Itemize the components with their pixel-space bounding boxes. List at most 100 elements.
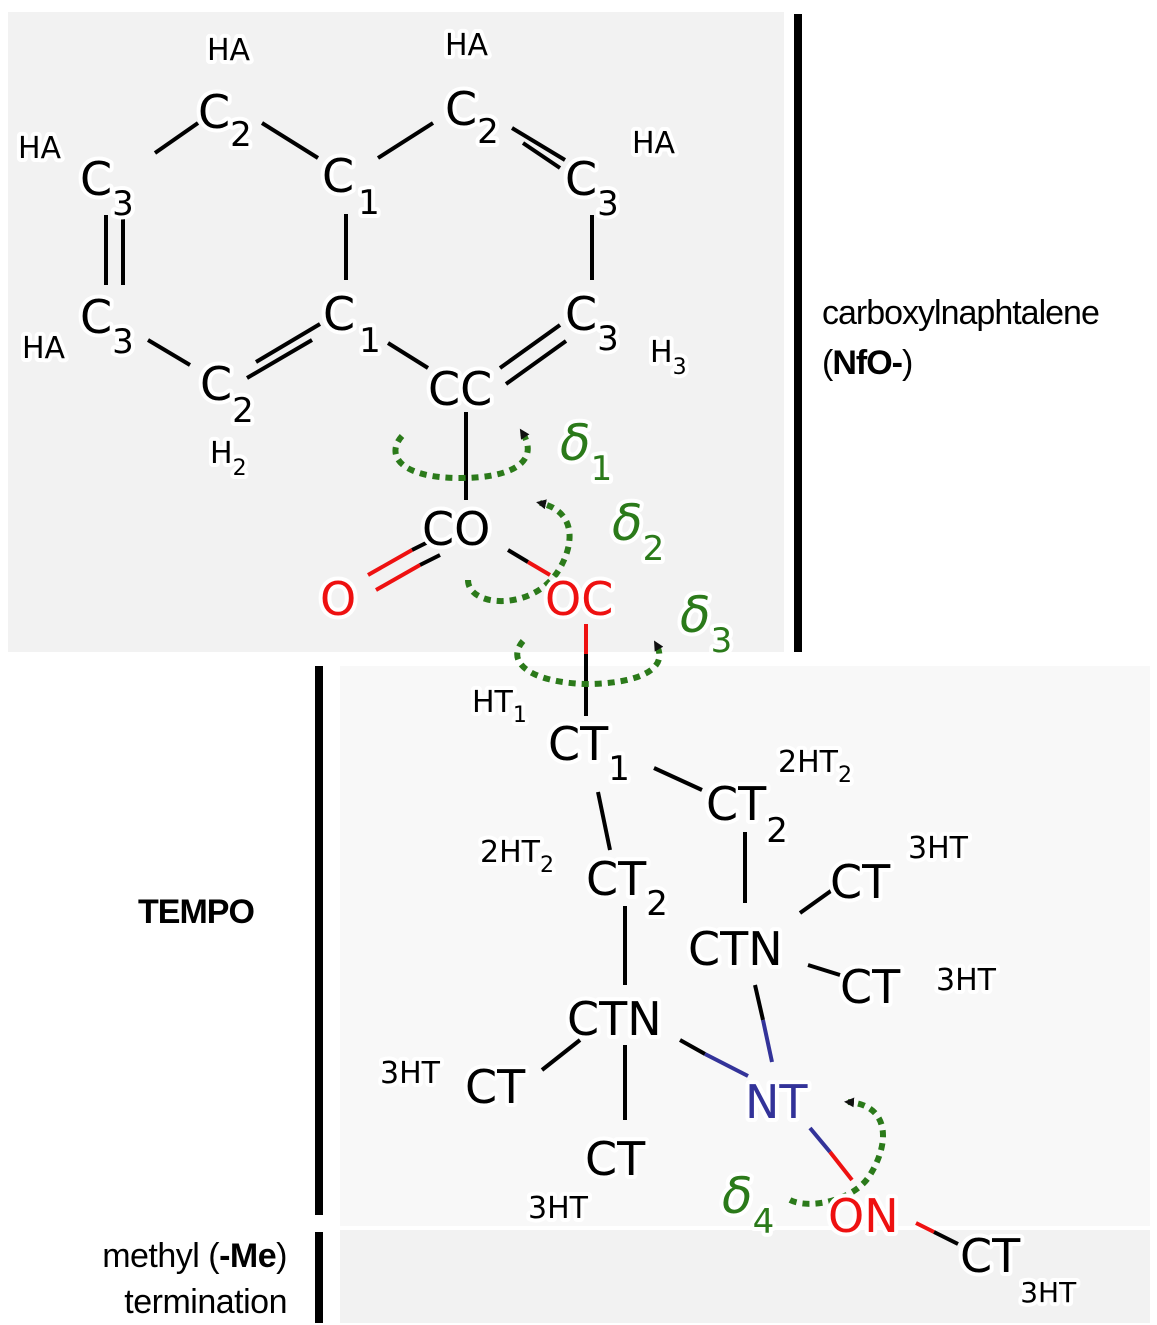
hydrogen-label-h3ht_bottom: 3HT bbox=[528, 1191, 589, 1226]
atom-label-base: C bbox=[322, 149, 354, 203]
bond bbox=[540, 1038, 582, 1072]
atom-label-subscript: 3HT bbox=[1020, 1276, 1077, 1309]
atom-label-base: δ bbox=[612, 494, 643, 552]
atom-label-on: ON bbox=[828, 1189, 899, 1243]
atom-label-base: HT bbox=[472, 685, 514, 720]
atom-label-base: C bbox=[565, 152, 597, 206]
atom-label-base: δ bbox=[560, 414, 591, 472]
atom-label-ctn_left: CTN bbox=[567, 992, 662, 1046]
hydrogen-label-ha_top_left: HA bbox=[207, 33, 251, 68]
bond bbox=[386, 341, 430, 370]
atom-label-c3_upper_left: C3 bbox=[80, 152, 134, 224]
atom-label-base: CT bbox=[586, 852, 647, 906]
atom-label-base: CT bbox=[706, 777, 767, 831]
atom-label-base: HA bbox=[22, 331, 66, 366]
hydrogen-label-ha_right_upper: HA bbox=[632, 126, 676, 161]
atom-label-c3_upper_right: C3 bbox=[565, 152, 619, 224]
atom-label-subscript: 1 bbox=[591, 449, 613, 489]
atom-label-ct_bottom: CT bbox=[585, 1132, 646, 1186]
atom-label-ct2_left: CT2 bbox=[586, 852, 668, 924]
atom-label-subscript: 3 bbox=[597, 319, 619, 359]
bond bbox=[933, 1230, 959, 1246]
bond bbox=[419, 553, 441, 567]
bond bbox=[521, 141, 562, 170]
me-panel bbox=[340, 1230, 1150, 1323]
me-bold: -Me bbox=[219, 1237, 277, 1275]
hydrogen-label-h3ht_right_bottom: 3HT bbox=[936, 963, 997, 998]
tempo-panel bbox=[340, 666, 1150, 1226]
atom-label-subscript: 2 bbox=[232, 391, 254, 431]
atom-label-subscript: 3 bbox=[112, 322, 134, 362]
dihedral-label-d2: δ2 bbox=[612, 494, 664, 569]
bond bbox=[153, 121, 200, 155]
bond bbox=[260, 121, 320, 160]
dihedral-arcs bbox=[392, 428, 886, 1207]
bond bbox=[254, 322, 322, 364]
nfo-abbrev-bold: NfO- bbox=[832, 344, 903, 382]
atom-label-base: HA bbox=[18, 131, 62, 166]
dihedral-arc-3 bbox=[514, 639, 664, 688]
bond bbox=[704, 1052, 749, 1078]
atom-label-base: C bbox=[80, 290, 112, 344]
atom-label-ct_right_top: CT bbox=[830, 855, 891, 909]
me-line2: termination bbox=[124, 1283, 287, 1321]
atom-label-base: CT bbox=[585, 1132, 646, 1186]
atom-label-subscript: 3 bbox=[711, 621, 733, 661]
nfo-group-label: carboxylnaphtalene (NfO-) bbox=[822, 288, 1100, 388]
bond bbox=[808, 1126, 832, 1154]
atom-label-base: OC bbox=[545, 572, 613, 626]
atom-label-subscript: 2 bbox=[540, 853, 554, 878]
atom-label-base: CT bbox=[548, 717, 609, 771]
atom-label-base: CT bbox=[830, 855, 891, 909]
atom-label-base: H bbox=[210, 436, 233, 471]
atom-label-base: δ bbox=[680, 586, 711, 644]
bonds bbox=[104, 121, 959, 1246]
bond bbox=[915, 1221, 935, 1234]
atom-label-c3_lower_right: C3 bbox=[565, 287, 619, 359]
hydrogen-label-h3ht_right_top: 3HT bbox=[908, 831, 969, 866]
atom-label-nt: NT bbox=[745, 1075, 808, 1129]
dihedral-label-d4: δ4 bbox=[722, 1167, 774, 1242]
bond bbox=[510, 126, 567, 162]
atom-label-base: δ bbox=[722, 1167, 753, 1225]
atom-label-base: 3HT bbox=[380, 1056, 441, 1091]
atom-label-subscript: 1 bbox=[513, 703, 527, 728]
atom-label-subscript: 1 bbox=[358, 183, 380, 223]
atom-label-base: CT bbox=[960, 1229, 1021, 1283]
hydrogen-label-h3ht_left: 3HT bbox=[380, 1056, 441, 1091]
atom-label-base: C bbox=[80, 152, 112, 206]
dihedral-label-d1: δ1 bbox=[560, 414, 612, 489]
bond bbox=[653, 766, 703, 792]
atom-label-base: HA bbox=[445, 28, 489, 63]
bond bbox=[245, 338, 314, 380]
bond bbox=[367, 548, 413, 577]
hydrogen-label-h2ht2_left: 2HT2 bbox=[480, 835, 554, 878]
atom-label-subscript: 4 bbox=[753, 1202, 775, 1242]
hydrogen-label-ha_left_lower: HA bbox=[22, 331, 66, 366]
atom-label-c2_bottom: C2 bbox=[200, 357, 254, 431]
atom-label-ct_right_bottom: CT bbox=[840, 960, 901, 1014]
atom-label-co: CO bbox=[422, 502, 490, 556]
me-pre: methyl ( bbox=[102, 1237, 220, 1275]
hydrogen-label-ha_left_upper: HA bbox=[18, 131, 62, 166]
atom-label-subscript: 2 bbox=[477, 112, 499, 152]
bond bbox=[498, 323, 562, 370]
atom-label-c3_lower_left: C3 bbox=[80, 290, 134, 362]
atom-label-base: 2HT bbox=[778, 745, 839, 780]
atom-label-base: CT bbox=[840, 960, 901, 1014]
atom-label-base: 2HT bbox=[480, 835, 541, 870]
atom-label-base: 3HT bbox=[528, 1191, 589, 1226]
atom-label-subscript: 3 bbox=[597, 184, 619, 224]
nfo-abbrev: (NfO-) bbox=[822, 338, 1099, 388]
atom-label-base: ON bbox=[828, 1189, 899, 1243]
atom-label-subscript: 2 bbox=[230, 115, 252, 155]
bond bbox=[753, 984, 765, 1021]
dihedral-arc-2 bbox=[465, 499, 573, 605]
hydrogen-label-ha_top_right: HA bbox=[445, 28, 489, 63]
dihedral-arc-4 bbox=[788, 1097, 886, 1207]
hydrogen-label-h3: H3 bbox=[650, 335, 687, 380]
atom-label-base: C bbox=[323, 287, 355, 341]
atom-label-subscript: 2 bbox=[643, 529, 665, 569]
